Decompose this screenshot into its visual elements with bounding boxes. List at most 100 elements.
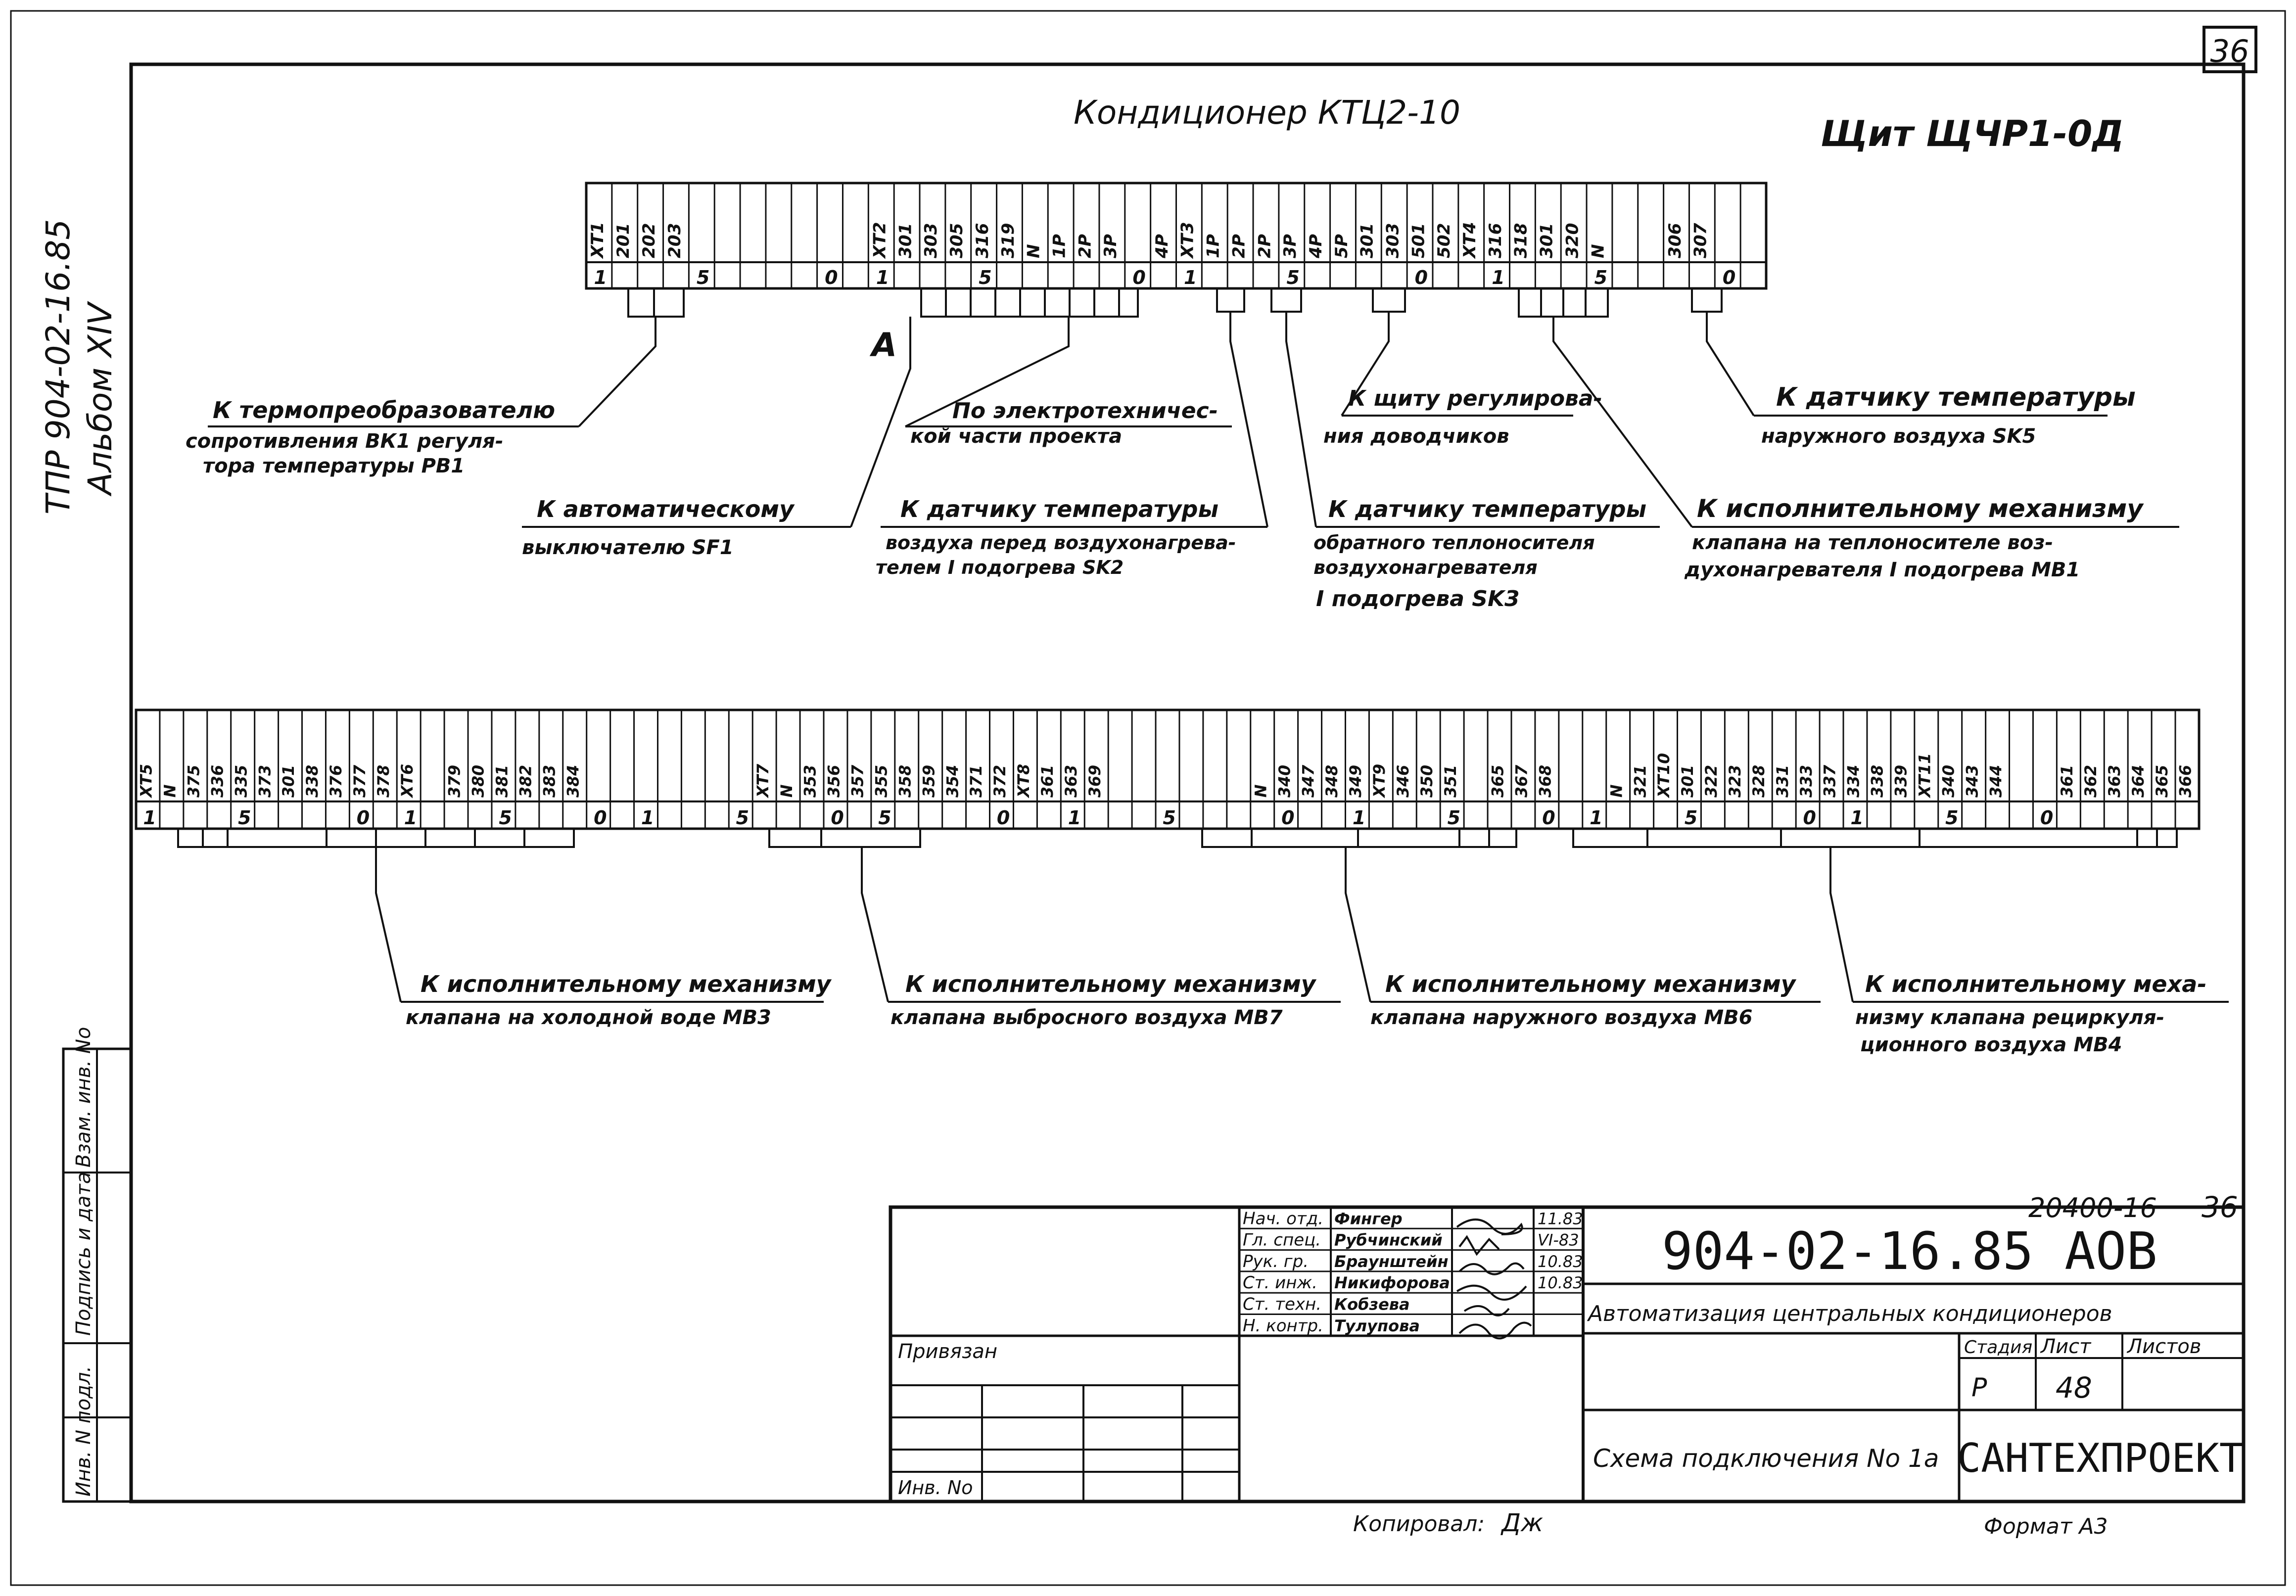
- conn-line-mb4-1: низму клапана рециркуля-: [1855, 1006, 2164, 1029]
- bottom-strip-terminal-label: 338: [1869, 765, 1887, 798]
- top-strip-position-mark: 5: [697, 267, 709, 288]
- conn-title-mb1: К исполнительному механизму: [1697, 494, 2144, 523]
- stage-value: Р: [1971, 1373, 1987, 1403]
- bottom-strip-position-mark: 5: [499, 807, 512, 829]
- bottom-strip-terminal-label: 333: [1798, 765, 1816, 798]
- top-strip-terminal-label: 320: [1562, 223, 1582, 258]
- panel-title: Щит ЩЧР1-0Д: [1821, 113, 2124, 154]
- bottom-strip-position-mark: 1: [1068, 807, 1081, 829]
- bottom-strip-terminal-label: XT7: [754, 764, 772, 798]
- bottom-strip-terminal-label: 337: [1822, 765, 1839, 798]
- top-strip-terminal-label: 1Р: [1204, 234, 1223, 258]
- bottom-strip-terminal-label: 344: [1987, 765, 2005, 798]
- top-strip-position-mark: 1: [876, 267, 889, 288]
- bottom-strip-terminal-label: 382: [517, 765, 535, 798]
- bottom-strip-position-mark: 5: [878, 807, 891, 829]
- bottom-strip-position-mark: 0: [997, 807, 1010, 829]
- bottom-strip-terminal-label: XT10: [1655, 753, 1673, 798]
- signature-scribbles: [1456, 1219, 1532, 1340]
- format-label: Формат А3: [1984, 1514, 2108, 1539]
- top-strip-position-mark: 1: [1184, 267, 1197, 288]
- role-person: Никифорова: [1334, 1273, 1450, 1292]
- bottom-strip-position-mark: 5: [1685, 807, 1697, 829]
- bottom-strip-terminal-label: 356: [826, 765, 843, 798]
- conn-line-sk3-1: обратного теплоносителя: [1313, 532, 1595, 554]
- bottom-strip-terminal-label: 322: [1703, 765, 1721, 798]
- bottom-strip-position-mark: 5: [1163, 807, 1175, 829]
- conn-title-electro: По электротехничес-: [952, 398, 1218, 423]
- bottom-strip-position-mark: 0: [594, 807, 607, 829]
- bottom-strip-terminal-label: 377: [351, 765, 369, 798]
- conn-line-mb6-1: клапана наружного воздуха МВ6: [1370, 1006, 1752, 1029]
- inv-no-label: Инв. No: [898, 1477, 973, 1499]
- bottom-strip-terminal-label: 373: [256, 765, 274, 798]
- bottom-strip-position-mark: 5: [238, 807, 251, 829]
- bottom-strip-terminal-label: 321: [1632, 765, 1649, 798]
- conn-title-mb3: К исполнительному механизму: [421, 971, 832, 997]
- conditioner-title: Кондиционер КТЦ2-10: [1074, 94, 1460, 132]
- privyazan-label: Привязан: [898, 1340, 997, 1363]
- bottom-strip-position-mark: 0: [1281, 807, 1294, 829]
- project-name: Автоматизация центральных кондиционеров: [1587, 1301, 2112, 1326]
- conn-line-sk3-2: воздухонагревателя: [1313, 557, 1538, 578]
- role-person: Рубчинский: [1334, 1231, 1443, 1250]
- bottom-strip-terminal-label: 338: [304, 765, 322, 798]
- bottom-strip-terminal-label: 383: [541, 765, 559, 798]
- outer-frame: [10, 10, 2286, 1586]
- role-date: VI-83: [1538, 1231, 1579, 1250]
- top-strip-terminal-label: 4Р: [1306, 234, 1326, 259]
- bottom-strip-position-mark: 5: [1448, 807, 1460, 829]
- top-strip-terminal-label: 319: [998, 223, 1018, 258]
- conn-title-mb7: К исполнительному механизму: [905, 971, 1317, 997]
- bottom-strip-terminal-label: 371: [968, 765, 985, 798]
- conn-title-sk2: К датчику температуры: [900, 496, 1218, 522]
- top-strip-terminal-label: 2Р: [1075, 234, 1095, 258]
- role-person: Браунштейн: [1334, 1252, 1449, 1271]
- conn-line-electro-1: кой части проекта: [910, 425, 1122, 448]
- bottom-strip-terminal-label: N: [778, 785, 796, 798]
- bottom-strip-terminal-label: 331: [1774, 765, 1792, 798]
- bottom-strip-terminal-label: 358: [896, 765, 914, 798]
- bottom-strip-terminal-label: 336: [209, 765, 227, 798]
- bottom-strip-terminal-label: 380: [470, 765, 488, 798]
- top-strip-terminal-label: 502: [1434, 223, 1454, 258]
- top-strip-terminal-label: 307: [1691, 223, 1711, 258]
- corner-number-box: [2202, 26, 2257, 73]
- side-cell-replace: Взам. инв. No: [72, 1027, 95, 1168]
- bottom-strip-terminal-label: 365: [1490, 765, 1507, 798]
- bottom-strip-terminal-label: 339: [1893, 765, 1911, 798]
- bottom-strip-position-mark: 0: [357, 807, 370, 829]
- bottom-strip-terminal-label: 381: [494, 765, 512, 798]
- list-label: Лист: [2040, 1335, 2092, 1358]
- top-strip-terminal-label: 301: [1358, 223, 1377, 258]
- bottom-strip-terminal-label: 359: [920, 765, 938, 798]
- role-person: Фингер: [1334, 1209, 1403, 1228]
- conn-title-thermo: К термопреобразователю: [213, 397, 555, 423]
- top-strip-position-mark: 0: [825, 267, 838, 288]
- bottom-strip-terminal-label: 334: [1845, 765, 1863, 798]
- top-strip-position-mark: 0: [1415, 267, 1428, 288]
- bottom-strip-terminal-label: 366: [2177, 765, 2195, 798]
- bottom-strip-terminal-label: 375: [185, 765, 203, 798]
- top-strip-position-mark: 0: [1132, 267, 1145, 288]
- role-title: Ст. инж.: [1243, 1273, 1317, 1293]
- bottom-strip-position-mark: 1: [1353, 807, 1365, 829]
- top-strip-terminal-label: 5Р: [1332, 234, 1352, 258]
- top-strip-terminal-label: 301: [1537, 223, 1557, 258]
- bottom-strip-terminal-label: 361: [1039, 765, 1057, 798]
- bottom-strip-position-mark: 0: [1542, 807, 1555, 829]
- top-strip-terminal-label: 202: [639, 223, 659, 258]
- bottom-strip-terminal-label: 365: [2154, 765, 2171, 798]
- bottom-strip-terminal-label: XT8: [1015, 764, 1033, 798]
- top-strip-terminal-label: 203: [665, 223, 685, 258]
- bottom-strip-frame: [135, 708, 2201, 830]
- top-strip-position-mark: 1: [1492, 267, 1504, 288]
- bottom-strip-terminal-label: N: [1252, 785, 1270, 798]
- top-strip-terminal-label: 301: [895, 223, 915, 258]
- bottom-strip-terminal-label: 361: [2059, 765, 2076, 798]
- conn-line-mb3-1: клапана на холодной воде МВ3: [406, 1006, 771, 1029]
- conn-title-mb6: К исполнительному механизму: [1385, 971, 1797, 997]
